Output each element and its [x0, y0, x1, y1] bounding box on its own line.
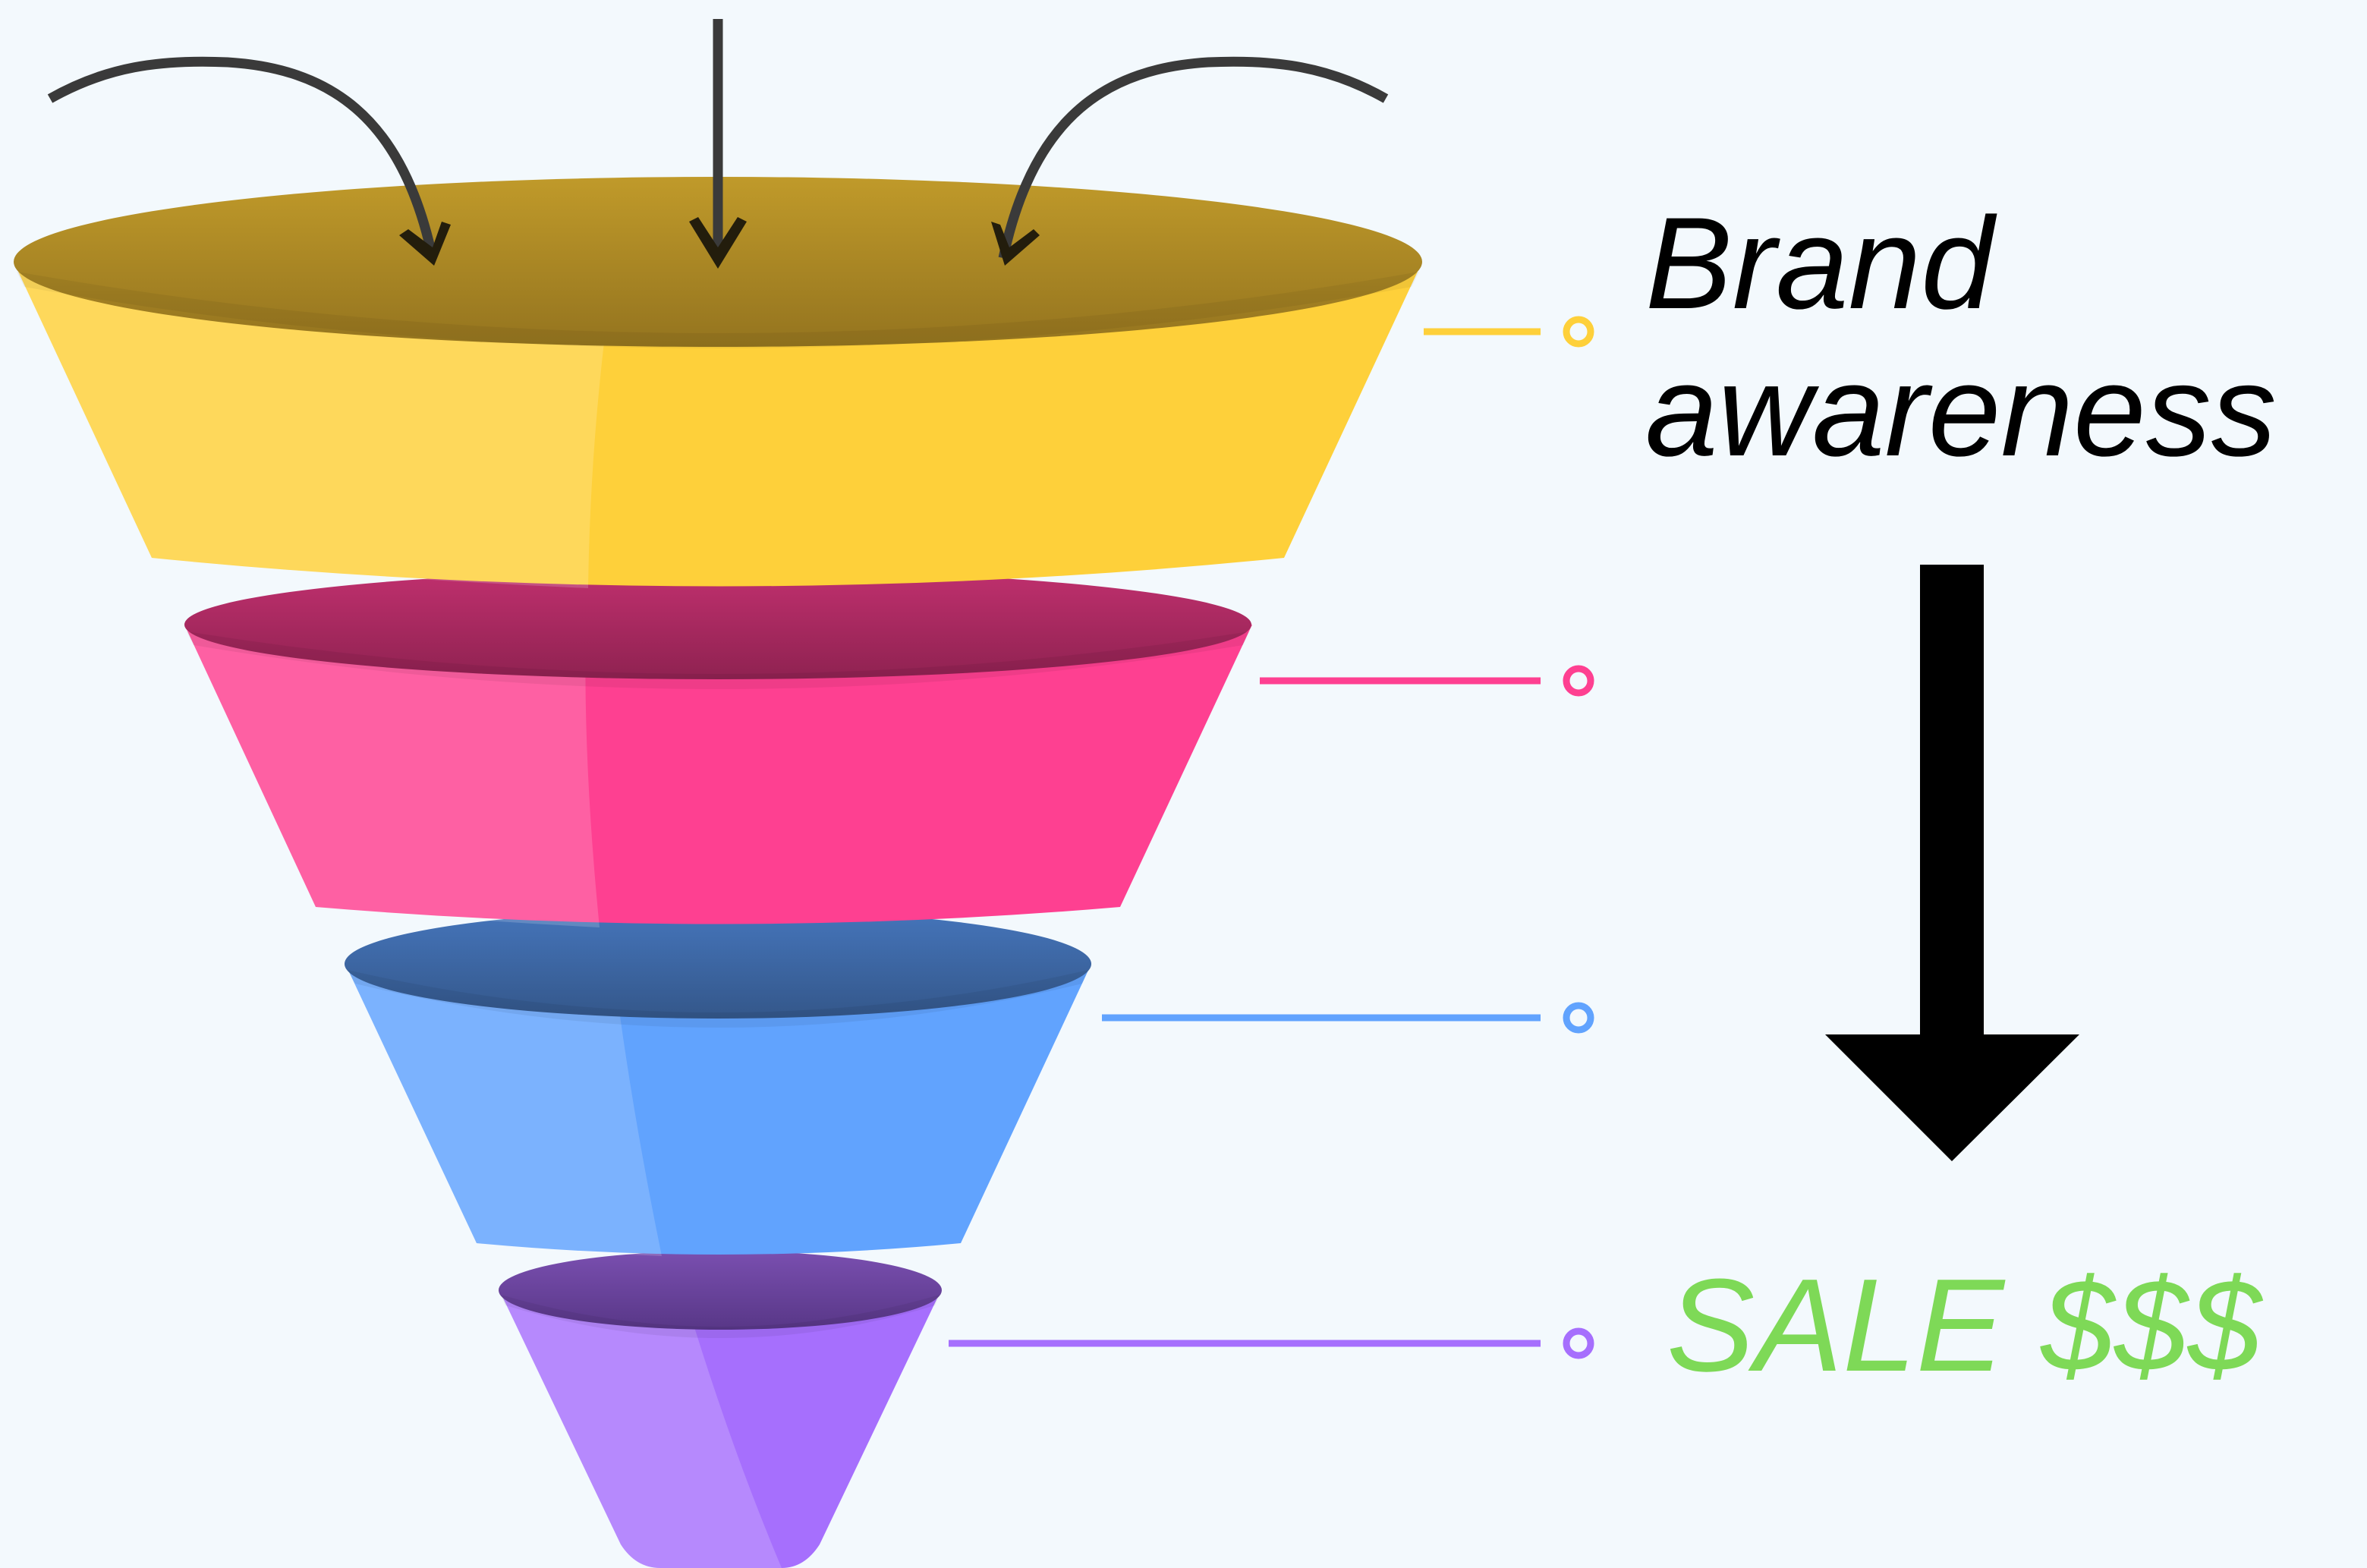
big-down-arrow-icon — [1825, 565, 2079, 1161]
curved-arrow-right-head — [991, 222, 1040, 266]
connector-stage-2 — [1260, 665, 1594, 697]
funnel-stage-2-inner-band — [187, 631, 1249, 689]
curved-arrow-left-head — [399, 222, 451, 266]
funnel-stage-1 — [14, 177, 1422, 588]
label-brand: Brand — [1645, 190, 1997, 336]
funnel-stage-4-highlight — [499, 1290, 782, 1568]
funnel-stage-2-highlight — [184, 625, 600, 927]
curved-arrow-left-icon — [47, 56, 438, 260]
connector-stage-3 — [1102, 1002, 1594, 1034]
marker-dot-stage-2 — [1563, 665, 1594, 697]
straight-arrow-down-head — [689, 217, 747, 269]
funnel-stage-2-body — [184, 625, 1252, 924]
funnel-stage-1-highlight — [14, 262, 615, 588]
marker-dot-stage-4 — [1563, 1327, 1594, 1359]
marker-dot-stage-1 — [1563, 316, 1594, 348]
funnel-stage-3-body — [345, 964, 1091, 1255]
funnel-stage-1-inner-band — [17, 272, 1419, 348]
funnel-stage-2-rim — [184, 570, 1251, 679]
funnel-stage-1-body — [14, 262, 1422, 587]
label-sale: SALE $$$ — [1667, 1251, 2264, 1399]
connector-stage-1 — [1424, 316, 1594, 348]
funnel-stage-3-inner-band — [348, 970, 1088, 1028]
funnel-stage-4-inner-band — [501, 1295, 940, 1338]
funnel-stage-4 — [499, 1251, 942, 1568]
connector-stage-4 — [949, 1327, 1594, 1359]
funnel-stage-3-highlight — [345, 964, 662, 1256]
label-awareness: awareness — [1645, 338, 2277, 483]
funnel-stage-3-rim — [345, 909, 1091, 1019]
marker-dot-stage-3 — [1563, 1002, 1594, 1034]
funnel-stage-2 — [184, 570, 1252, 927]
curved-arrow-right-icon — [998, 56, 1389, 260]
funnel-stage-4-rim — [499, 1251, 942, 1330]
funnel-stage-4-body — [499, 1290, 941, 1568]
funnel-stage-3 — [345, 909, 1091, 1256]
